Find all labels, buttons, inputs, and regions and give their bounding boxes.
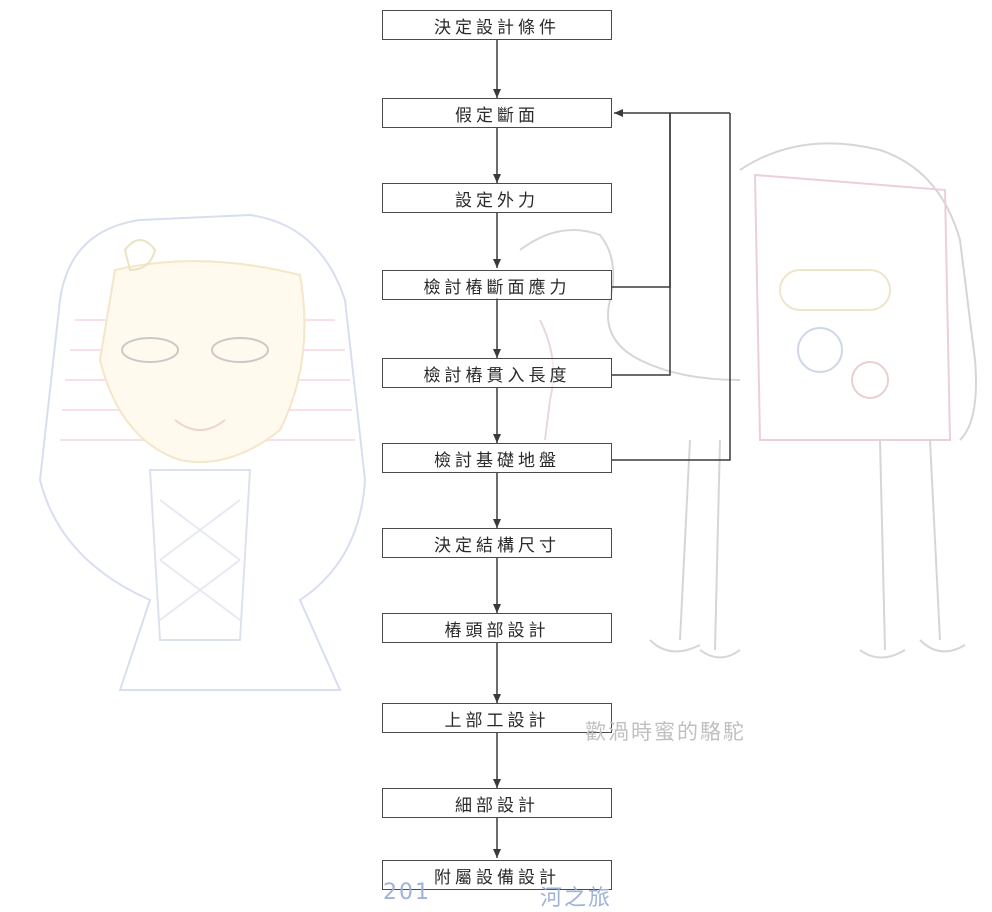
step-pile-head-design: 樁頭部設計 bbox=[382, 613, 612, 643]
step-check-pile-penetration-length: 檢討樁貫入長度 bbox=[382, 358, 612, 388]
step-superstructure-design: 上部工設計 bbox=[382, 703, 612, 733]
step-decide-structure-dimensions: 決定結構尺寸 bbox=[382, 528, 612, 558]
year-watermark: 201 bbox=[383, 880, 431, 905]
step-set-external-force: 設定外力 bbox=[382, 183, 612, 213]
step-assume-section: 假定斷面 bbox=[382, 98, 612, 128]
feedback-from-step5 bbox=[612, 113, 670, 375]
step-decide-design-conditions: 決定設計條件 bbox=[382, 10, 612, 40]
step-detail-design: 細部設計 bbox=[382, 788, 612, 818]
feedback-from-step4 bbox=[612, 113, 670, 287]
step-check-foundation-ground: 檢討基礎地盤 bbox=[382, 443, 612, 473]
step-check-pile-section-stress: 檢討樁斷面應力 bbox=[382, 270, 612, 300]
camel-caption-watermark: 歡渦時蜜的駱駝 bbox=[585, 716, 746, 746]
trip-watermark: 河之旅 bbox=[540, 880, 612, 912]
